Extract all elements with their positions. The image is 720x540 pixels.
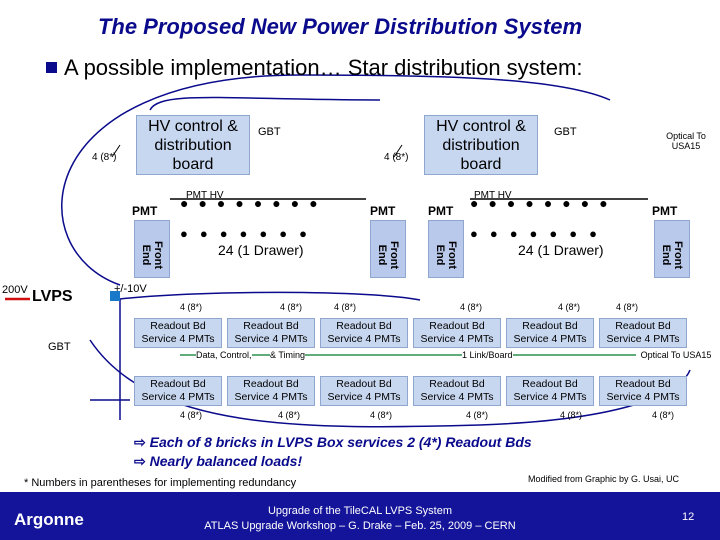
pmt-label: PMT bbox=[652, 204, 678, 218]
slide-title: The Proposed New Power Distribution Syst… bbox=[97, 14, 583, 39]
hv-board-label: HV control & distribution board bbox=[148, 117, 238, 173]
footer-bar: Argonne Upgrade of the TileCAL LVPS Syst… bbox=[0, 492, 720, 540]
fiber-count: 4 (8*) bbox=[460, 302, 483, 312]
drawer-label: 24 (1 Drawer) bbox=[518, 242, 604, 258]
timing-label: & Timing bbox=[270, 350, 306, 360]
fiber-count: 4 (8*) bbox=[278, 410, 301, 420]
voltage-pm10: +/-10V bbox=[114, 283, 147, 295]
fiber-count: 4 (8*) bbox=[370, 410, 393, 420]
pmt-dots-right-row2: ●●●●●●● bbox=[470, 226, 609, 241]
pmt-dots-left-row2: ●●●●●●● bbox=[180, 226, 319, 241]
pmt-label: PMT bbox=[428, 204, 454, 218]
fiber-count: 4 (8*) bbox=[384, 152, 409, 163]
fiber-count: 4 (8*) bbox=[466, 410, 489, 420]
front-end-box: Front End bbox=[370, 220, 406, 278]
modified-credit: Modified from Graphic by G. Usai, UC bbox=[528, 474, 680, 484]
pmt-label: PMT bbox=[370, 204, 396, 218]
gbt-label: GBT bbox=[258, 126, 281, 138]
fiber-count: 4 (8*) bbox=[92, 152, 117, 163]
arrow-bullet-icon: ⇨ bbox=[134, 453, 150, 469]
footnote: * Numbers in parentheses for implementin… bbox=[24, 477, 297, 489]
slide-subtitle: A possible implementation… Star distribu… bbox=[64, 55, 583, 80]
hv-control-board-left: HV control & distribution board bbox=[136, 115, 250, 175]
fiber-count: 4 (8*) bbox=[560, 410, 583, 420]
note-1: ⇨ Each of 8 bricks in LVPS Box services … bbox=[134, 434, 532, 450]
fiber-count: 4 (8*) bbox=[334, 302, 357, 312]
fiber-count: 4 (8*) bbox=[180, 302, 203, 312]
fiber-count: 4 (8*) bbox=[616, 302, 639, 312]
drawer-label: 24 (1 Drawer) bbox=[218, 242, 304, 258]
hv-control-board-right: HV control & distribution board bbox=[424, 115, 538, 175]
fiber-count: 4 (8*) bbox=[558, 302, 581, 312]
pmt-hv-label: PMT HV bbox=[474, 190, 512, 201]
fiber-count: 4 (8*) bbox=[652, 410, 675, 420]
pmt-label: PMT bbox=[132, 204, 158, 218]
arrow-bullet-icon: ⇨ bbox=[134, 434, 150, 450]
lvps-gbt-label: GBT bbox=[48, 341, 71, 353]
optical-label-right: Optical To USA15 bbox=[636, 350, 716, 360]
link-board-label: 1 Link/Board bbox=[462, 350, 513, 360]
lvps-connector bbox=[110, 291, 120, 301]
bullet-icon bbox=[46, 62, 57, 73]
hv-board-label: HV control & distribution board bbox=[436, 117, 526, 173]
pmt-dots-left: ●●●●●●●● bbox=[180, 195, 328, 211]
note-2: ⇨ Nearly balanced loads! bbox=[134, 453, 303, 469]
fiber-count: 4 (8*) bbox=[180, 410, 203, 420]
optical-label-top: Optical To USA15 bbox=[666, 131, 706, 151]
footer-text: Upgrade of the TileCAL LVPS System ATLAS… bbox=[204, 505, 516, 532]
voltage-200v: 200V bbox=[2, 284, 28, 296]
pmt-hv-label: PMT HV bbox=[186, 190, 224, 201]
argonne-logo: Argonne bbox=[14, 510, 84, 529]
pmt-dots-right: ●●●●●●●● bbox=[470, 195, 618, 211]
front-end-box: Front End bbox=[654, 220, 690, 278]
front-end-box: Front End bbox=[428, 220, 464, 278]
data-control-label: Data, Control, bbox=[196, 350, 252, 360]
front-end-box: Front End bbox=[134, 220, 170, 278]
gbt-label: GBT bbox=[554, 126, 577, 138]
page-number: 12 bbox=[682, 511, 695, 523]
lvps-label: LVPS bbox=[32, 288, 73, 305]
fiber-count: 4 (8*) bbox=[280, 302, 303, 312]
